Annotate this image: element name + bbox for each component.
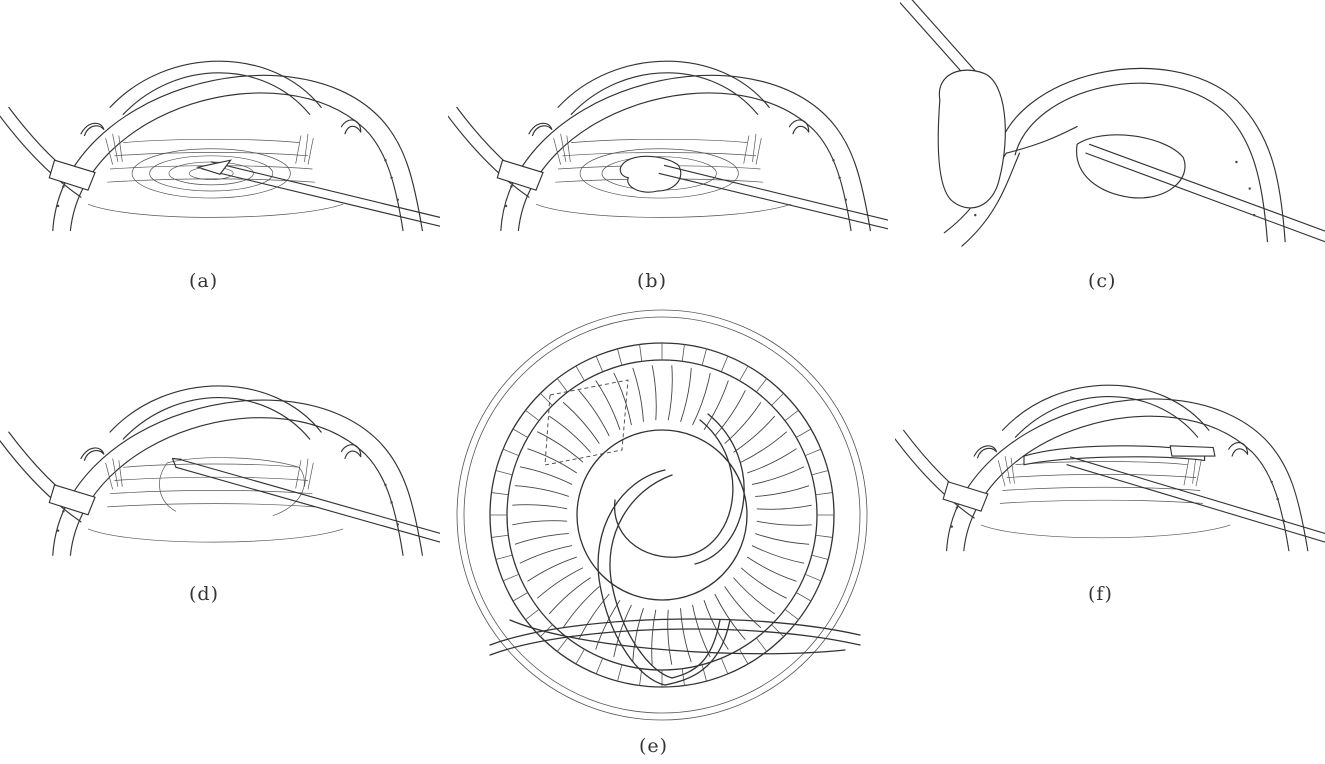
caption-e: (e): [639, 735, 668, 757]
panel-a: [0, 0, 440, 250]
eye-cross-section-a: [0, 0, 440, 250]
panel-d: [0, 335, 440, 560]
panel-b: [448, 0, 888, 250]
eye-cross-section-b: [448, 0, 888, 250]
panel-c: [900, 0, 1325, 262]
eye-cross-section-f: [895, 335, 1325, 560]
panel-f: [895, 335, 1325, 560]
panel-e: [450, 300, 875, 730]
frontal-iris-view: [450, 300, 875, 730]
caption-d: (d): [189, 583, 219, 605]
iris-ciliary-processes: [490, 343, 834, 687]
eye-cross-section-d: [0, 335, 440, 560]
caption-a: (a): [189, 270, 218, 292]
caption-c: (c): [1088, 270, 1116, 292]
caption-b: (b): [637, 270, 667, 292]
caption-f: (f): [1088, 583, 1113, 605]
eye-cross-section-c: [900, 0, 1325, 262]
